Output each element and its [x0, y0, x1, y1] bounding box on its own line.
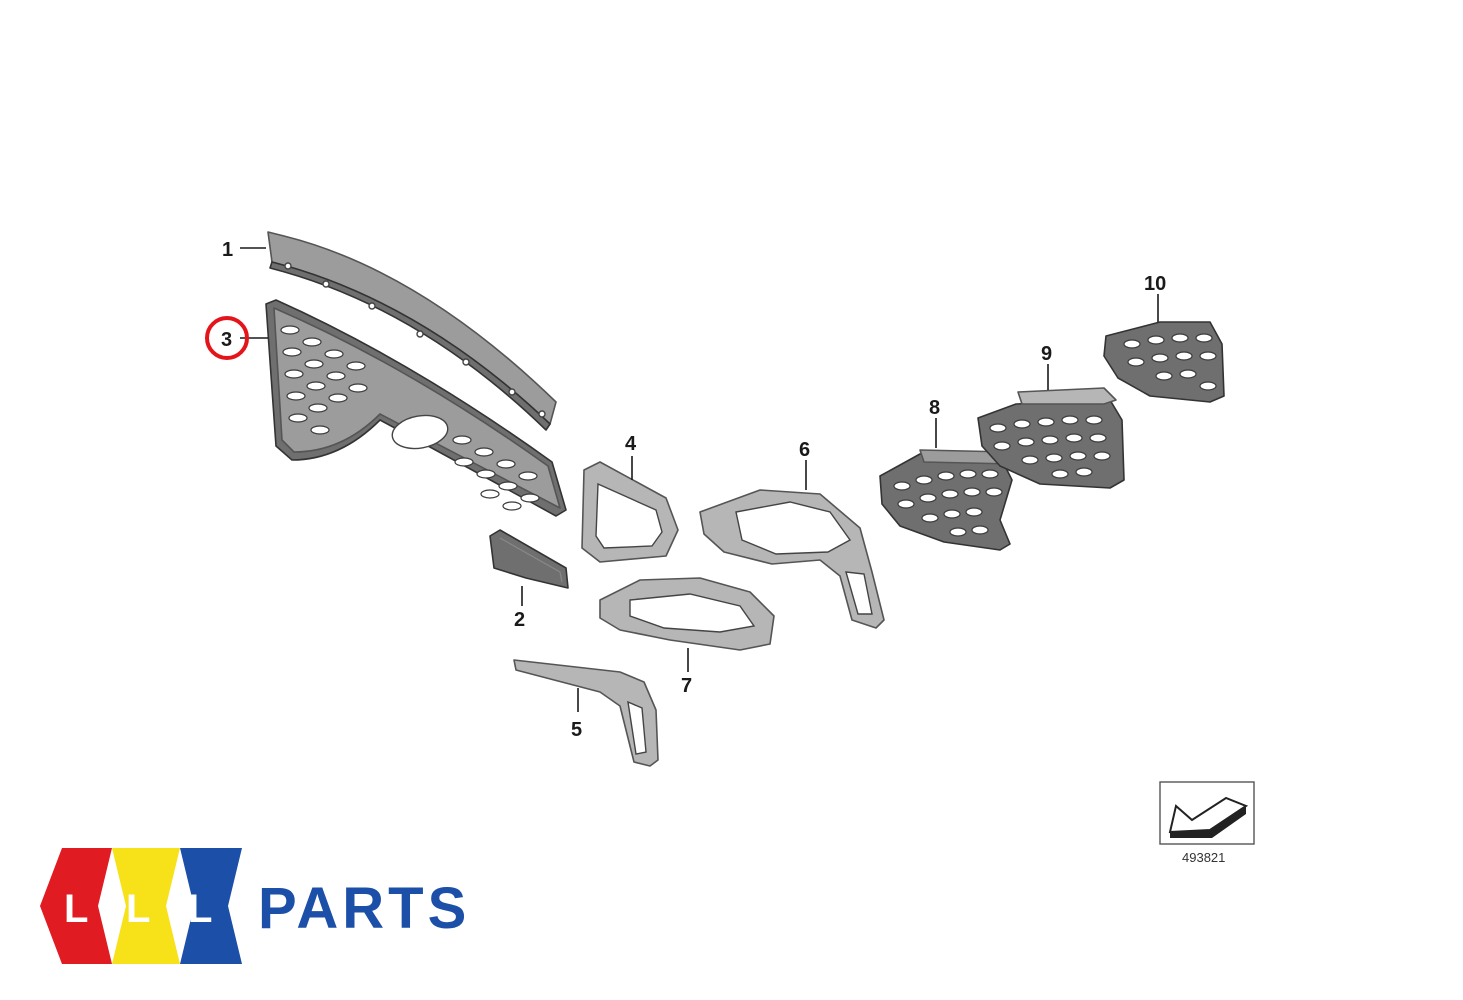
callout-8[interactable]: 8	[929, 397, 940, 419]
callout-9[interactable]: 9	[1041, 343, 1052, 365]
callout-2[interactable]: 2	[514, 609, 525, 631]
part-3-center-grille[interactable]	[265, 299, 567, 517]
part-7-lower-bezel[interactable]	[599, 577, 775, 651]
callout-7[interactable]: 7	[681, 675, 692, 697]
grille-mesh-right	[452, 435, 540, 511]
part-1-trim-strip[interactable]	[267, 231, 557, 431]
part-6-large-bezel[interactable]	[699, 489, 885, 629]
part-9-mesh-insert[interactable]	[977, 387, 1125, 489]
mesh-8-cells	[893, 469, 1003, 537]
part-10-corner-mesh[interactable]	[1103, 321, 1225, 403]
mesh-9-cells	[989, 415, 1111, 479]
plate-opening	[391, 414, 449, 450]
part-5-l-trim[interactable]	[513, 659, 659, 767]
callout-10[interactable]: 10	[1144, 273, 1166, 295]
part-8-mesh-insert[interactable]	[879, 449, 1015, 551]
logo-letter-2: L	[126, 887, 150, 931]
part-4-bezel-frame[interactable]	[581, 461, 679, 563]
callout-5[interactable]: 5	[571, 719, 582, 741]
mesh-10-cells	[1123, 333, 1217, 391]
logo-letter-3: L	[188, 887, 212, 931]
callout-6[interactable]: 6	[799, 439, 810, 461]
brand-logo: L L L PARTS	[40, 848, 470, 964]
diagram-id: 493821	[1182, 850, 1225, 865]
logo-letter-1: L	[64, 887, 88, 931]
highlight-ring	[205, 316, 249, 360]
grille-mesh-left	[280, 325, 368, 435]
callout-labels: 1 2 3 4 5 6 7 8 9 10	[221, 239, 1166, 741]
callout-3[interactable]: 3	[221, 329, 232, 351]
orientation-icon	[1159, 781, 1255, 845]
part-2-cover[interactable]	[489, 529, 569, 589]
leader-lines	[240, 247, 1159, 712]
callout-1[interactable]: 1	[222, 239, 233, 261]
callout-4[interactable]: 4	[625, 433, 637, 455]
logo-word: PARTS	[258, 876, 470, 941]
